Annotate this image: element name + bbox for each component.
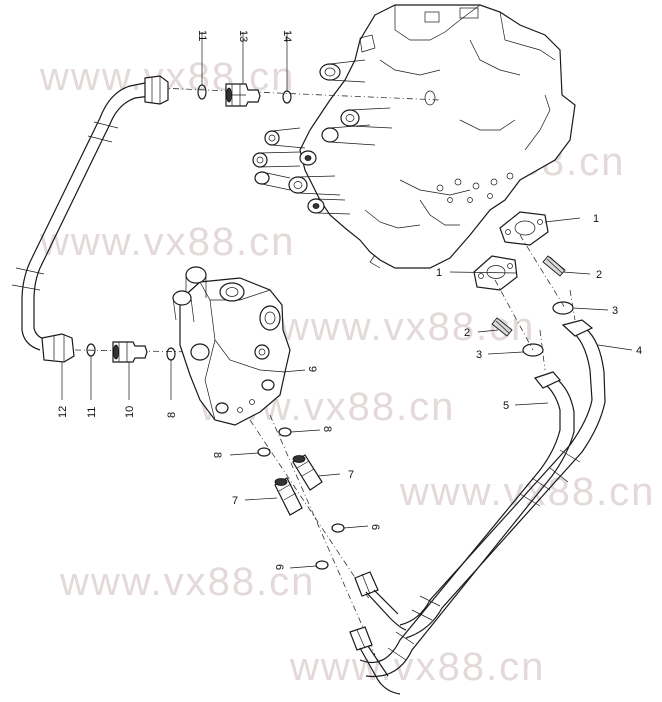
label-5: 5 [503,400,509,412]
o-ring-3-upper [552,301,574,315]
bolt-lower [491,317,513,337]
o-ring-3-lower [522,343,544,357]
label-12: 12 [57,406,69,418]
label-7-right: 7 [348,469,354,481]
adapter-13 [225,83,261,107]
label-3-upper: 3 [612,305,618,317]
hose-end-fittings [349,571,407,695]
o-ring-8-right [278,427,292,437]
label-11-top: 11 [196,30,208,41]
watermark-4: www.vx88.cn [279,305,535,349]
centre-lines [74,87,576,656]
label-6-left: 6 [273,564,285,570]
valve-ports [252,59,436,215]
label-8-right: 8 [321,426,333,432]
bolt-upper [542,255,566,277]
label-8-left: 8 [166,412,178,418]
watermark-7: www.vx88.cn [59,560,315,604]
watermark-6: www.vx88.cn [399,470,655,514]
flange-upper [499,211,549,246]
o-ring-8-left [166,347,176,361]
label-8-lower: 8 [211,452,223,458]
hose-upper-left [11,75,169,363]
label-10: 10 [124,406,136,418]
label-2-upper: 2 [596,269,602,281]
watermark-3: www.vx88.cn [39,220,295,264]
label-11-bottom: 11 [86,407,98,418]
label-6-right: 6 [369,524,381,530]
watermark-8: www.vx88.cn [289,645,545,689]
label-13: 13 [237,30,249,42]
part-number-labels: 11 13 14 12 11 10 8 1 2 3 1 2 3 4 5 9 8 … [57,30,642,570]
label-1-lower: 1 [436,267,442,279]
adapter-7-right [292,454,323,491]
o-ring-8-lower [257,447,271,457]
leader-lines [61,32,633,569]
label-3-lower: 3 [476,349,482,361]
label-7-left: 7 [232,495,238,507]
label-1-upper: 1 [593,213,599,225]
main-control-valve [299,4,576,269]
valve-block-9 [172,266,291,426]
label-4: 4 [636,345,642,357]
o-ring-6-left [315,560,329,570]
label-9: 9 [306,366,318,372]
hose-4 [399,319,606,639]
adapter-10 [112,341,148,363]
label-14: 14 [281,30,293,42]
label-2-lower: 2 [464,327,470,339]
hose-5 [359,371,575,678]
o-ring-6-right [331,523,345,533]
adapter-7-left [274,477,303,516]
